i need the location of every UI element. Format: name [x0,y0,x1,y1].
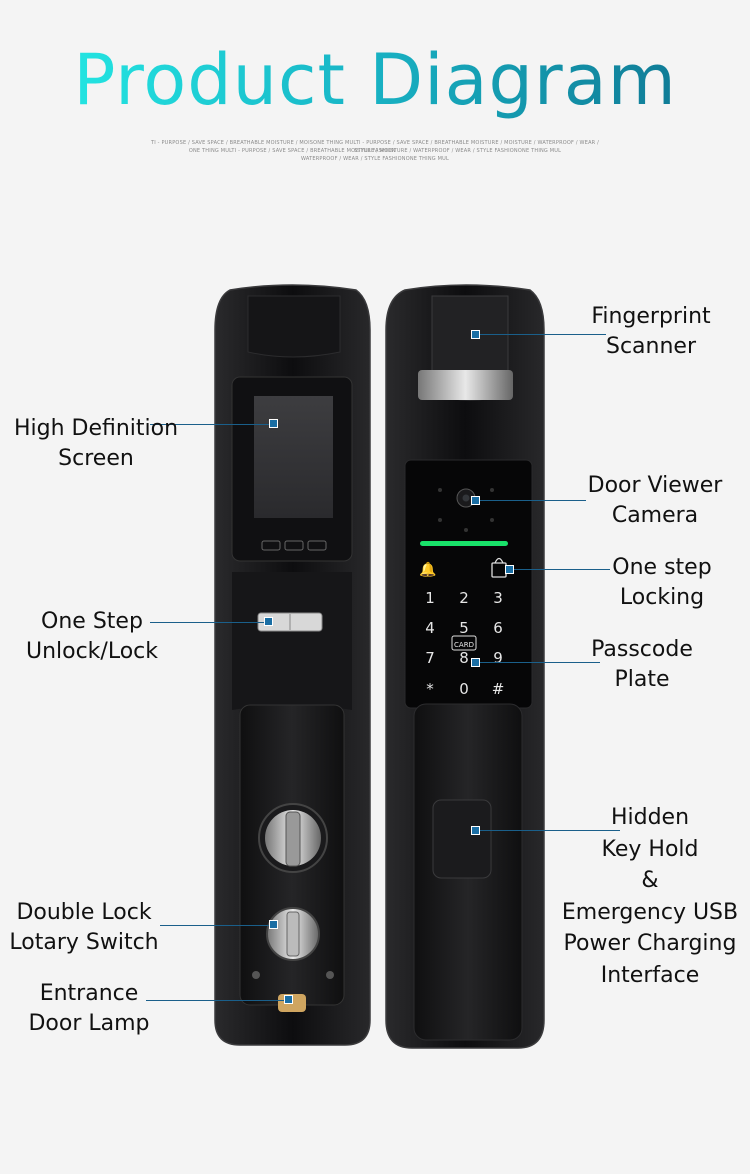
label-text: Lotary Switch [9,930,159,955]
marker-double-lock [269,920,278,929]
label-text: Screen [58,446,134,471]
keypad-key: 5 [459,619,469,637]
label-text: One step [612,555,712,580]
label-text: Door Viewer [587,473,723,498]
label-text: High Definition [13,416,179,441]
label-text: Interface [600,962,700,988]
label-one-step-unlock: One Step Unlock/Lock [12,607,172,667]
label-text: Plate [614,667,670,692]
leader-hd-screen [150,424,274,425]
label-text: One Step [41,609,143,634]
label-text: & [641,868,659,893]
tagline-line-3: WATERPROOF / WEAR / STYLE FASHIONONE THI… [301,156,449,162]
outer-lock-body: 🔔 1 2 3 4 5 6 7 8 9 * 0 # CARD [385,284,545,1049]
label-text: Power Charging [563,931,737,956]
label-text: Locking [619,585,705,610]
marker-one-step-unlock [264,617,273,626]
label-text: Hidden [610,805,690,830]
marker-hidden-key [471,826,480,835]
marker-one-step-locking [505,565,514,574]
keypad-key: # [492,680,505,698]
keypad-key: 6 [493,619,503,637]
label-fingerprint: Fingerprint Scanner [576,302,726,362]
label-text: Emergency USB [561,899,739,925]
leader-fingerprint [476,334,606,335]
label-text: Fingerprint [591,304,711,329]
marker-passcode [471,658,480,667]
label-text: Unlock/Lock [25,639,159,664]
label-text: Door Lamp [28,1011,150,1036]
label-one-step-locking: One step Locking [592,553,732,613]
keypad-key: 8 [459,649,469,667]
label-door-viewer: Door Viewer Camera [580,471,730,531]
label-text: Double Lock [16,900,152,925]
page-title: Product Diagram [0,38,750,122]
card-label: CARD [454,641,474,649]
keypad-key: 1 [425,589,435,607]
keypad-key: * [426,680,434,698]
leader-one-step-unlock [150,622,268,623]
keypad-key: 3 [493,589,503,607]
keypad-key: 2 [459,589,469,607]
marker-hd-screen [269,419,278,428]
label-text: Scanner [605,334,696,359]
tagline-line-1: TI - PURPOSE / SAVE SPACE / BREATHABLE M… [150,140,600,154]
label-text: Key Hold [601,836,699,862]
keypad-key: 4 [425,619,435,637]
keypad-key: 0 [459,680,469,698]
svg-text:🔔: 🔔 [419,561,436,578]
label-entrance-lamp: Entrance Door Lamp [14,979,164,1039]
leader-double-lock [160,925,273,926]
keypad-key: 9 [493,649,503,667]
label-text: Entrance [39,981,139,1006]
leader-hidden-key [476,830,620,831]
leader-door-viewer [476,500,586,501]
marker-entrance-lamp [284,995,293,1004]
label-hidden-key: Hidden Key Hold & Emergency USB Power Ch… [552,802,748,991]
inner-lock-body [214,284,371,1046]
leader-entrance-lamp [146,1000,288,1001]
keypad-key: 7 [425,649,435,667]
leader-one-step-locking [510,569,610,570]
leader-passcode [476,662,600,663]
marker-door-viewer [471,496,480,505]
label-passcode: Passcode Plate [572,635,712,695]
label-double-lock: Double Lock Lotary Switch [4,898,164,958]
tagline-line-2: ONE THING MULTI - PURPOSE / SAVE SPACE /… [188,148,562,154]
marker-fingerprint [471,330,480,339]
label-hd-screen: High Definition Screen [6,414,186,474]
label-text: Passcode [591,637,693,662]
label-text: Camera [611,503,699,528]
